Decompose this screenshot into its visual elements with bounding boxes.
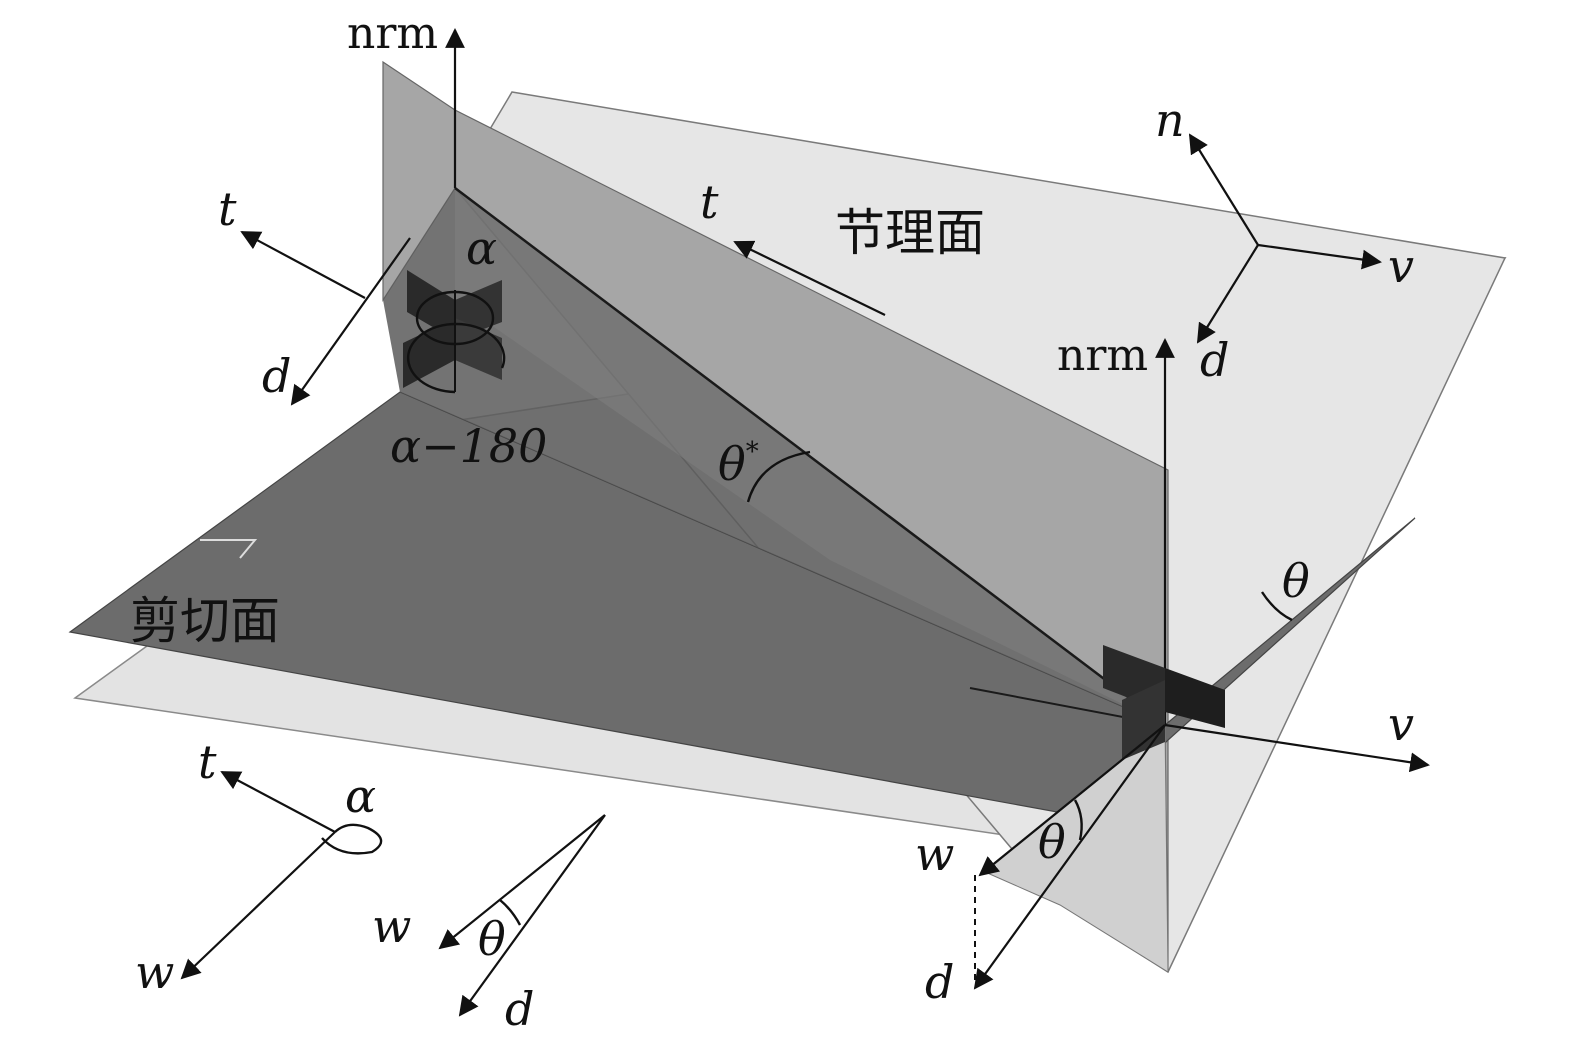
w-axis-bottomcenter — [438, 814, 606, 950]
theta-label-right: θ — [1282, 554, 1310, 608]
theta-label-bottomright: θ — [1038, 815, 1066, 869]
w-label-bottomleft: w — [135, 945, 174, 999]
t-label-left: t — [218, 182, 237, 236]
theta-star-label: θ* — [718, 437, 759, 491]
alpha-label-top: α — [466, 221, 497, 275]
theta-arc-right — [1260, 591, 1293, 622]
ridge-line — [454, 187, 1166, 726]
d-label-topright: d — [1200, 333, 1229, 387]
nrm-label-left: nrm — [347, 8, 438, 59]
theta-label-bottomcenter: θ — [478, 912, 506, 966]
w-label-bottomcenter: w — [372, 899, 411, 953]
n-label-topright: n — [1155, 93, 1185, 147]
v-label-right: v — [1388, 697, 1414, 751]
t-label-bottomleft: t — [198, 735, 217, 789]
v-label-topright: v — [1388, 239, 1414, 293]
t-axis-left — [240, 231, 366, 299]
d-axis-bottomright — [973, 724, 1166, 990]
w-label-bottomright: w — [915, 827, 954, 881]
theta-arc-bottomright — [1073, 799, 1083, 841]
d-label-left: d — [262, 349, 291, 403]
alpha-180-label: α−180 — [390, 419, 547, 473]
alpha-arc-top — [415, 290, 495, 346]
theta-star-arc — [746, 450, 811, 503]
shear-plane-label: 剪切面 — [130, 592, 280, 650]
w-axis-bottomleft — [180, 831, 336, 980]
nrm-label-right: nrm — [1057, 330, 1148, 381]
right-cross-block — [1103, 645, 1225, 760]
alpha-180-arc — [406, 322, 506, 394]
d-label-bottomcenter: d — [505, 982, 534, 1036]
t-axis-center — [733, 240, 886, 316]
triad-topright — [1188, 133, 1382, 344]
v-axis-right — [1164, 723, 1430, 773]
alpha-label-bottomleft: α — [345, 769, 376, 823]
t-label-center: t — [700, 175, 719, 229]
t-axis-bottomleft — [220, 771, 336, 833]
theta-arc-bottomcenter — [499, 899, 522, 926]
d-axis-bottomcenter — [458, 814, 606, 1017]
joint-plane-label: 节理面 — [835, 204, 985, 262]
d-label-bottomright: d — [925, 955, 954, 1009]
d-axis-left — [290, 237, 411, 406]
right-angle-marker — [200, 539, 258, 559]
w-axis-bottomright — [978, 724, 1166, 877]
alpha-arc-bottomleft — [321, 823, 383, 855]
